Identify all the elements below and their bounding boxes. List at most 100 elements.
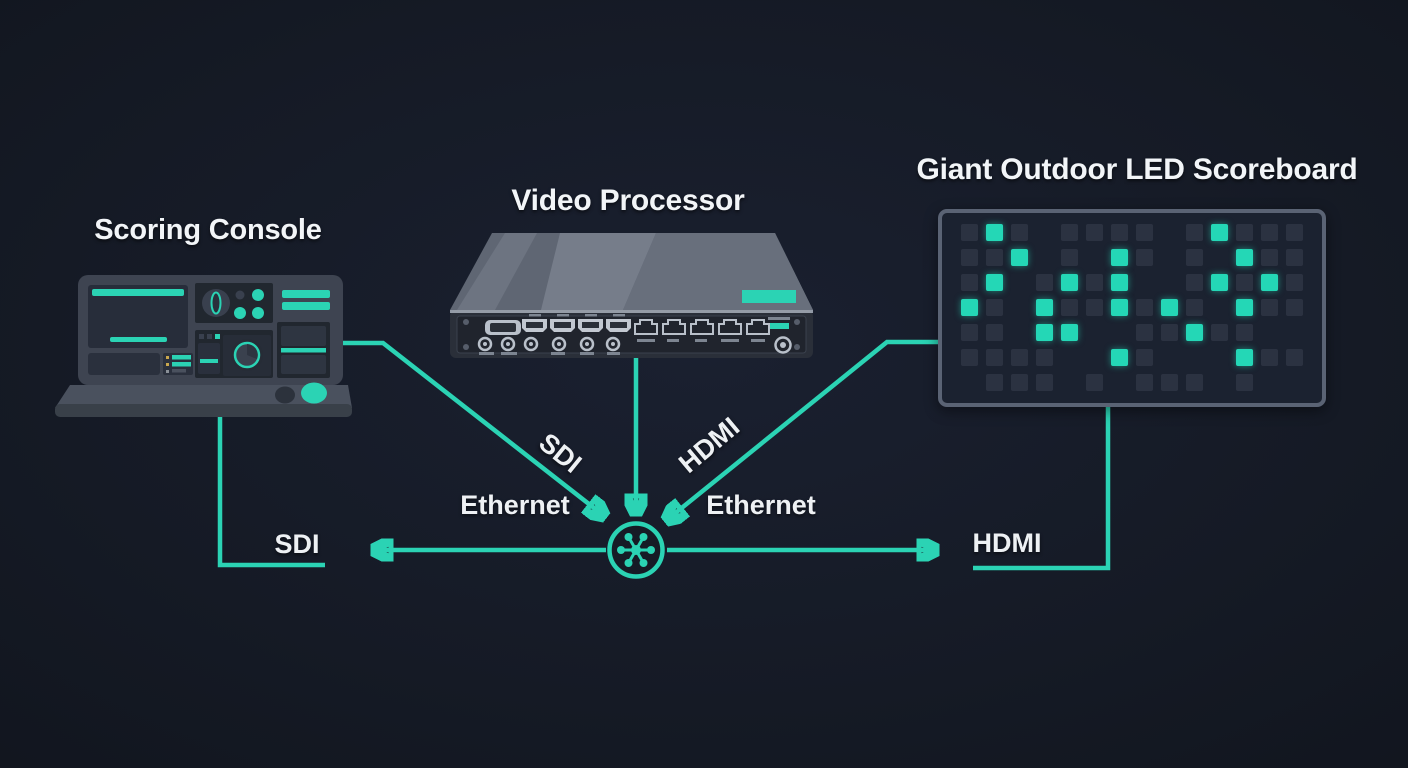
led-cell xyxy=(1161,274,1178,291)
led-cell xyxy=(1261,249,1278,266)
led-cell xyxy=(1211,349,1228,366)
led-cell xyxy=(1136,374,1153,391)
scoreboard-to-hub-line xyxy=(668,339,940,519)
led-cell xyxy=(1261,374,1278,391)
led-cell xyxy=(1086,224,1103,241)
led-cell xyxy=(1286,374,1303,391)
led-cell xyxy=(1136,324,1153,341)
led-cell xyxy=(1036,324,1053,341)
led-cell xyxy=(1236,349,1253,366)
ethernet-ports xyxy=(634,319,770,335)
led-cell xyxy=(961,324,978,341)
led-cell xyxy=(1211,299,1228,316)
led-cell xyxy=(1061,374,1078,391)
led-cell xyxy=(1036,249,1053,266)
led-cell xyxy=(1086,349,1103,366)
led-cell xyxy=(1286,324,1303,341)
led-cell xyxy=(1211,324,1228,341)
led-cell xyxy=(1186,324,1203,341)
led-scoreboard-panel xyxy=(938,209,1326,407)
led-cell xyxy=(1086,324,1103,341)
led-cell xyxy=(1136,249,1153,266)
led-cell xyxy=(1111,224,1128,241)
led-cell xyxy=(1136,349,1153,366)
led-cell xyxy=(1086,299,1103,316)
power-button xyxy=(774,336,792,354)
led-cell xyxy=(1086,274,1103,291)
console-drop-line xyxy=(217,413,325,568)
led-scoreboard-title: Giant Outdoor LED Scoreboard xyxy=(916,153,1358,186)
led-cell xyxy=(1086,374,1103,391)
led-cell xyxy=(1086,249,1103,266)
led-cell xyxy=(1161,299,1178,316)
console-to-hub-line xyxy=(343,340,603,515)
led-cell xyxy=(1286,224,1303,241)
led-cell xyxy=(961,349,978,366)
led-cell xyxy=(1136,274,1153,291)
led-cell xyxy=(1211,274,1228,291)
console-base xyxy=(55,382,352,417)
led-cell xyxy=(1111,374,1128,391)
led-cell xyxy=(1186,299,1203,316)
sdi-output-label: SDI xyxy=(274,529,320,559)
led-cell xyxy=(1286,299,1303,316)
scoring-console-illustration xyxy=(55,275,352,417)
processor-top-surface xyxy=(450,233,813,310)
led-cell xyxy=(1286,274,1303,291)
led-cell xyxy=(961,274,978,291)
led-cell xyxy=(1036,374,1053,391)
console-status-list xyxy=(163,353,193,375)
led-cell xyxy=(1036,274,1053,291)
led-cell xyxy=(1036,299,1053,316)
led-cell xyxy=(1111,299,1128,316)
led-cell xyxy=(1011,324,1028,341)
vga-port xyxy=(485,320,521,335)
led-cell xyxy=(1236,249,1253,266)
led-cell xyxy=(1036,349,1053,366)
led-cell xyxy=(1236,324,1253,341)
led-cell xyxy=(986,374,1003,391)
led-cell xyxy=(1186,349,1203,366)
led-cell xyxy=(1211,374,1228,391)
led-cell xyxy=(961,374,978,391)
led-cell xyxy=(1161,374,1178,391)
led-cell xyxy=(1161,224,1178,241)
led-cell xyxy=(1261,349,1278,366)
led-cell xyxy=(1161,349,1178,366)
video-processor-illustration xyxy=(450,233,813,358)
led-cell xyxy=(1061,224,1078,241)
led-cell xyxy=(1211,224,1228,241)
console-button-teal xyxy=(301,382,327,404)
led-cell xyxy=(986,274,1003,291)
led-cell xyxy=(1261,324,1278,341)
console-right-panel xyxy=(277,322,330,378)
led-cell xyxy=(1111,349,1128,366)
led-cell xyxy=(986,324,1003,341)
led-cell xyxy=(1261,299,1278,316)
led-grid xyxy=(961,224,1303,391)
led-cell xyxy=(986,349,1003,366)
led-cell xyxy=(1261,224,1278,241)
led-cell xyxy=(1011,374,1028,391)
led-cell xyxy=(1011,274,1028,291)
led-cell xyxy=(1136,299,1153,316)
console-knob-panel xyxy=(195,330,273,378)
scoreboard-drop-line xyxy=(973,407,1111,571)
led-cell xyxy=(1061,249,1078,266)
led-cell xyxy=(1011,299,1028,316)
led-cell xyxy=(1236,374,1253,391)
scoring-console-title: Scoring Console xyxy=(94,214,322,246)
video-processor-title: Video Processor xyxy=(511,184,745,217)
port-label-dashes xyxy=(479,314,790,355)
network-hub-icon xyxy=(607,521,665,579)
led-cell xyxy=(1211,249,1228,266)
ethernet-left-label: Ethernet xyxy=(460,490,570,520)
led-cell xyxy=(961,299,978,316)
led-cell xyxy=(1186,274,1203,291)
led-cell xyxy=(1136,224,1153,241)
led-cell xyxy=(1186,374,1203,391)
led-cell xyxy=(1186,224,1203,241)
led-cell xyxy=(986,299,1003,316)
led-cell xyxy=(986,249,1003,266)
